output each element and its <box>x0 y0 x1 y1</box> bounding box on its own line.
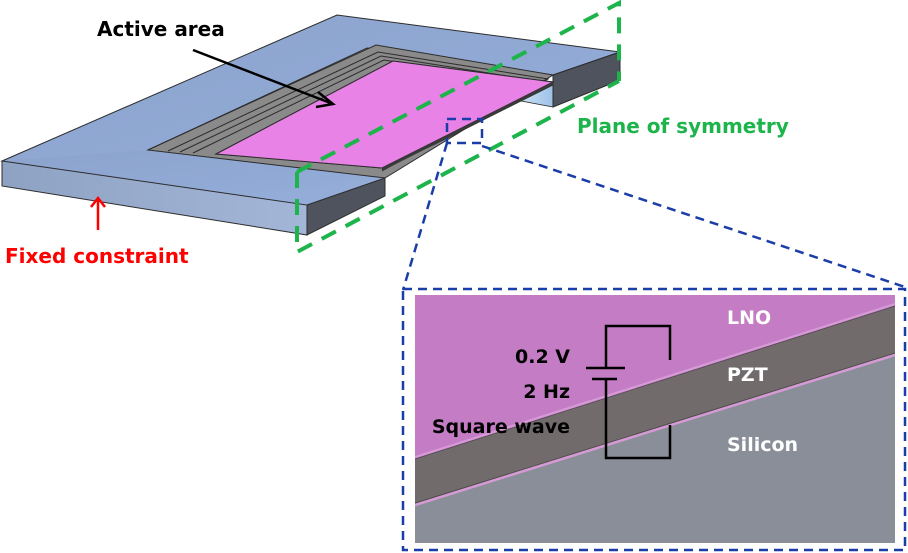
zoom-connector-right <box>481 144 906 289</box>
source-voltage-label: 0.2 V <box>515 346 570 368</box>
layer-label-silicon: Silicon <box>727 434 798 456</box>
plate-end-face-left <box>306 177 386 236</box>
symmetry-plane-upper-edge <box>296 0 621 174</box>
layer-label-pzt: PZT <box>727 364 768 386</box>
membrane-edge <box>382 82 553 171</box>
active-area-arrow <box>192 48 336 109</box>
fixed-constraint-label: Fixed constraint <box>5 244 189 268</box>
zoom-source-box <box>445 117 484 145</box>
zoom-indicator <box>401 117 907 552</box>
fixed-constraint-arrow <box>90 195 106 230</box>
source-frequency-label: 2 Hz <box>523 381 570 403</box>
symmetry-plane <box>295 0 621 256</box>
inset-cross-section <box>415 295 895 543</box>
layer-pzt <box>415 306 895 504</box>
zoom-inset-frame <box>401 287 907 552</box>
zoom-connector-left <box>401 142 449 291</box>
circuit-top-wire <box>604 324 672 368</box>
plate-top-face-left <box>2 150 385 205</box>
layer-label-lno: LNO <box>727 307 771 329</box>
plane-of-symmetry-label: Plane of symmetry <box>577 114 789 138</box>
layer-silicon <box>415 354 895 543</box>
interlayer-bottom <box>415 353 895 507</box>
circuit-bottom-wire <box>604 379 672 460</box>
interlayer-bottom-edge <box>415 352 895 504</box>
interlayer-top <box>415 303 895 458</box>
voltage-source-circuit <box>586 324 672 460</box>
source-waveform-label: Square wave <box>432 416 570 438</box>
interlayer-top-edge <box>415 305 895 460</box>
active-area-label: Active area <box>97 17 225 41</box>
